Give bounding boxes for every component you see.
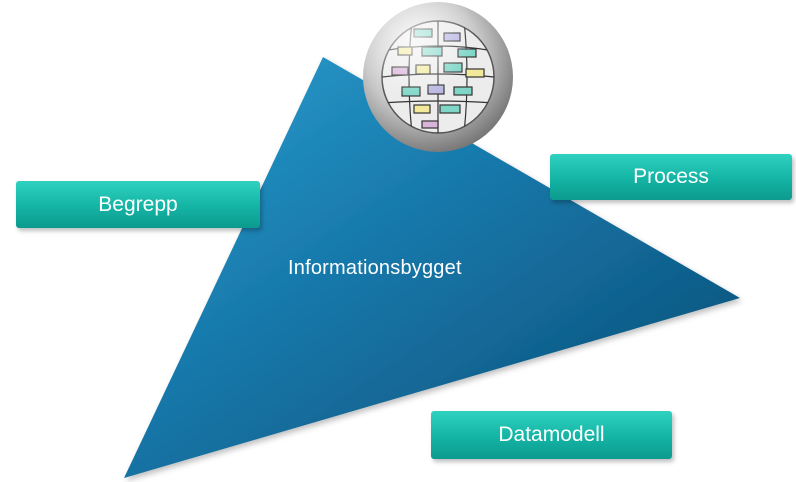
center-label: Informationsbygget [288,257,462,279]
process-label: Process [633,165,709,188]
process-box: Process [550,154,792,200]
begrepp-label: Begrepp [98,192,178,216]
puzzle-globe-icon [362,1,515,154]
triangle-shape [124,57,740,478]
datamodell-box: Datamodell [431,411,672,459]
datamodell-label: Datamodell [498,423,605,446]
begrepp-box: Begrepp [16,181,260,228]
